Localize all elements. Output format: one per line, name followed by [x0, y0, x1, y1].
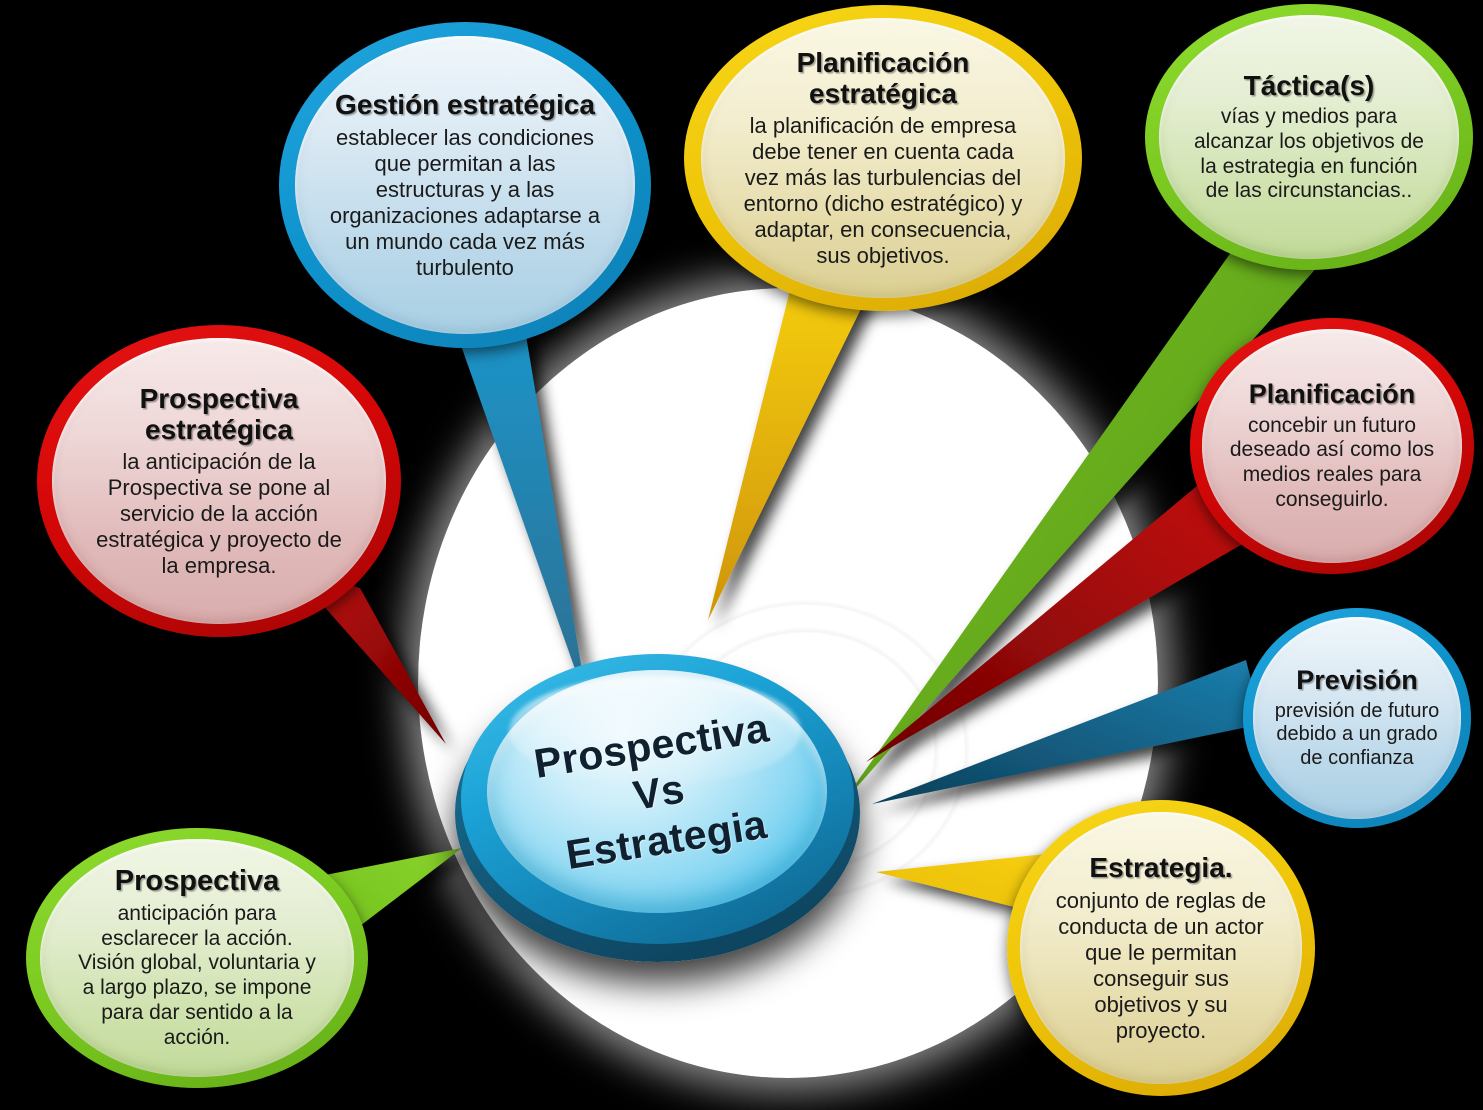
tail-planificacion-estrategica: [708, 270, 880, 620]
bubble-prospectiva-estrategica[interactable]: Prospectiva estratégica la anticipación …: [37, 325, 401, 637]
bubble-inner: Prospectiva estratégica la anticipación …: [52, 338, 386, 624]
bubble-body: la planificación de empresa debe tener e…: [743, 113, 1023, 269]
bubble-title: Gestión estratégica: [335, 89, 595, 121]
bubble-inner: Previsión previsión de futuro debido a u…: [1252, 617, 1462, 819]
bubble-planificacion[interactable]: Planificación concebir un futuro deseado…: [1190, 318, 1474, 574]
bubble-title: Previsión: [1296, 665, 1418, 696]
center-node-prospectiva-vs-estrategia[interactable]: Prospectiva Vs Estrategia: [455, 650, 860, 962]
bubble-gestion-estrategica[interactable]: Gestión estratégica establecer las condi…: [279, 22, 651, 348]
bubble-title: Táctica(s): [1243, 69, 1375, 101]
bubble-body: concebir un futuro deseado así como los …: [1229, 413, 1435, 511]
bubble-body: previsión de futuro debido a un grado de…: [1274, 699, 1440, 769]
bubble-body: establecer las condiciones que permitan …: [329, 124, 601, 280]
center-label-line2: Vs: [630, 765, 688, 819]
center-gloss-highlight: [509, 676, 801, 786]
bubble-title: Planificación: [1248, 379, 1416, 410]
tail-prevision: [872, 660, 1262, 804]
bubble-planificacion-estrategica[interactable]: Planificación estratégica la planificaci…: [684, 5, 1082, 311]
bubble-prospectiva[interactable]: Prospectiva anticipación para esclarecer…: [26, 828, 368, 1088]
tail-gestion-estrategica: [445, 300, 588, 706]
bubble-inner: Táctica(s) vías y medios para alcanzar l…: [1158, 15, 1460, 259]
bubble-title: Planificación estratégica: [796, 46, 970, 110]
bubble-estrategia[interactable]: Estrategia. conjunto de reglas de conduc…: [1007, 800, 1315, 1096]
bubble-inner: Planificación estratégica la planificaci…: [700, 17, 1066, 299]
bubble-inner: Prospectiva anticipación para esclarecer…: [40, 838, 354, 1078]
tail-tacticas: [840, 214, 1318, 806]
bubble-body: la anticipación de la Prospectiva se pon…: [96, 449, 342, 579]
tail-planificacion: [866, 470, 1270, 762]
bubble-title: Prospectiva: [114, 865, 280, 898]
bubble-body: conjunto de reglas de conducta de un act…: [1055, 887, 1267, 1043]
bubble-title: Estrategia.: [1089, 852, 1233, 884]
bubble-inner: Planificación concebir un futuro deseado…: [1201, 328, 1463, 564]
bubble-tacticas[interactable]: Táctica(s) vías y medios para alcanzar l…: [1145, 4, 1473, 270]
bubble-prevision[interactable]: Previsión previsión de futuro debido a u…: [1243, 608, 1471, 828]
bubble-body: vías y medios para alcanzar los objetivo…: [1194, 105, 1424, 203]
bubble-inner: Gestión estratégica establecer las condi…: [294, 35, 636, 335]
bubble-inner: Estrategia. conjunto de reglas de conduc…: [1019, 812, 1303, 1084]
bubble-title: Prospectiva estratégica: [139, 382, 299, 446]
tail-prospectiva-estrategica: [290, 568, 446, 744]
bubble-body: anticipación para esclarecer la acción. …: [78, 901, 316, 1049]
